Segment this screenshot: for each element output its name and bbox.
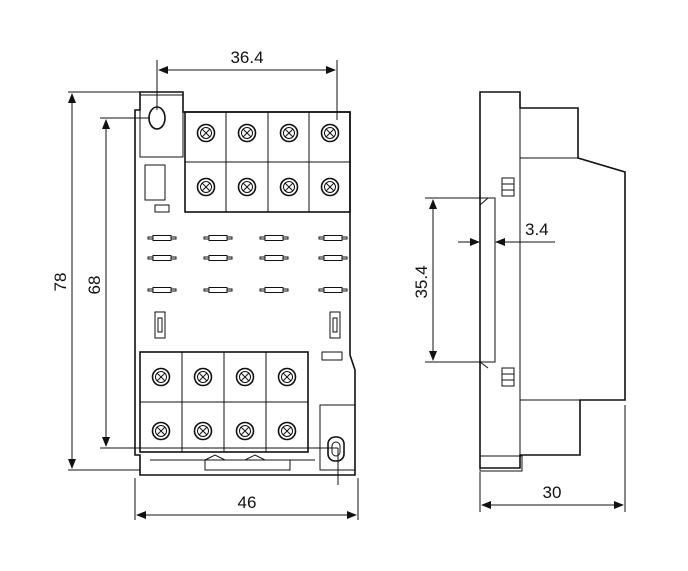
dim-rail-depth: 3.4	[458, 220, 555, 246]
bottom-terminal-block	[139, 351, 309, 453]
dim-rail-depth-label: 3.4	[525, 220, 549, 239]
top-terminal-block	[184, 111, 351, 213]
bottom-mounting-hole	[327, 436, 345, 462]
dim-side-depth: 30	[481, 483, 624, 509]
dim-overall-height-label: 78	[51, 273, 70, 292]
dim-rail-height-label: 35.4	[412, 265, 431, 298]
bottom-clip	[204, 454, 291, 471]
rail-groove	[480, 197, 496, 363]
front-view	[68, 60, 359, 520]
dim-base-width: 46	[136, 493, 357, 519]
dim-top-width: 36.4	[158, 48, 336, 74]
dim-hole-spacing: 68	[85, 119, 110, 447]
front-body-outline	[134, 91, 356, 476]
side-detail-top	[501, 177, 515, 197]
side-body-outline	[479, 91, 626, 469]
top-mounting-ear	[139, 94, 184, 158]
side-view	[425, 91, 626, 512]
dim-top-width-label: 36.4	[230, 48, 263, 67]
contact-slots	[147, 235, 348, 361]
dim-side-depth-label: 30	[543, 483, 562, 502]
dim-overall-height: 78	[51, 93, 76, 469]
dim-base-width-label: 46	[238, 493, 257, 512]
side-foot	[479, 455, 523, 472]
top-mounting-hole	[148, 106, 166, 130]
dim-rail-height: 35.4	[412, 199, 437, 361]
side-detail-bottom	[501, 367, 515, 387]
left-tab	[144, 164, 166, 201]
dim-hole-spacing-label: 68	[85, 276, 104, 295]
